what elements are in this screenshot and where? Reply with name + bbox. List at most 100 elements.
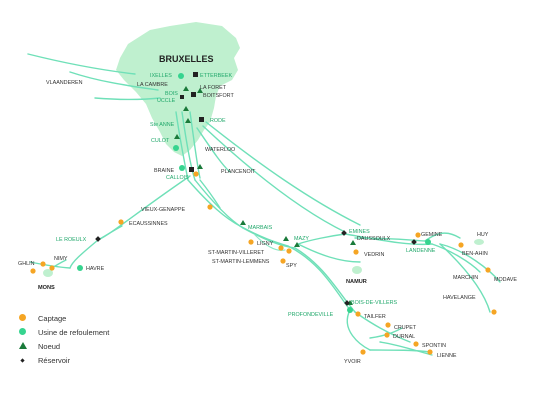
label-st-martin-lemmens: ST-MARTIN-LEMMENS: [212, 259, 270, 265]
label-le-roeulx: LE ROEULX: [56, 237, 87, 243]
label-durnal: DURNAL: [393, 334, 415, 340]
legend-captage-label: Captage: [38, 313, 67, 323]
label-ben-ahin: BEN-AHIN: [462, 251, 488, 257]
noeud-legend-icon: [18, 341, 28, 351]
label-mons: MONS: [38, 285, 55, 291]
noeud-marker: [183, 86, 189, 91]
reservoir-marker: [193, 72, 198, 77]
label-profondeville: PROFONDEVILLE: [288, 312, 334, 318]
captage-marker: [360, 349, 366, 355]
label-ixelles: IXELLES: [150, 73, 172, 79]
label-lienne: LIENNE: [437, 353, 457, 359]
noeud-marker: [183, 106, 189, 111]
label-yvoir: YVOIR: [344, 359, 361, 365]
label-plancenoit: PLANCENOIT: [221, 169, 256, 175]
label-spontin: SPONTIN: [422, 343, 446, 349]
brussels-region: [116, 22, 240, 156]
usine-marker: [178, 73, 184, 79]
reservoir-marker: [189, 167, 194, 172]
legend-usine-label: Usine de refoulement: [38, 327, 110, 337]
water-body: [43, 269, 53, 277]
label-crupet: CRUPET: [394, 325, 417, 331]
noeud-marker: [240, 220, 246, 225]
captage-marker: [427, 349, 433, 355]
label-vlaanderen: VLAANDEREN: [46, 80, 83, 86]
usine-marker: [179, 165, 185, 171]
noeud-marker: [197, 164, 203, 169]
legend-noeud-label: Noeud: [38, 341, 61, 351]
reservoir-marker: [344, 300, 350, 306]
label-culot: CULOT: [151, 138, 170, 144]
captage-marker: [355, 311, 361, 317]
captage-marker: [40, 261, 46, 267]
label-callois: CALLOIS: [166, 175, 189, 181]
label-ligny: LIGNY: [257, 241, 274, 247]
label-la-cambre: LA CAMBRE: [137, 82, 168, 88]
label-tailfer: TAILFER: [364, 314, 386, 320]
reservoir-marker: [191, 92, 196, 97]
reservoir-marker: [180, 95, 184, 99]
label-ecaussinnes: ECAUSSINNES: [129, 221, 168, 227]
label-vieux-genappe: VIEUX-GENAPPE: [141, 207, 185, 213]
label-waterloo: WATERLOO: [205, 147, 235, 153]
noeud-marker: [283, 236, 289, 241]
water-body: [352, 266, 362, 274]
reservoir-markers: [95, 72, 417, 306]
water-body: [474, 239, 484, 245]
reservoir-marker: [95, 236, 101, 242]
legend-usine: Usine de refoulement: [18, 326, 109, 338]
label-etterbeek: ETTERBEEK: [200, 73, 232, 79]
label-emines: EMINES: [349, 229, 370, 235]
captage-marker: [385, 322, 391, 328]
label-bois-de-villers: BOIS-DE-VILLERS: [351, 300, 398, 306]
region-title: BRUXELLES: [159, 54, 214, 64]
label-spy: SPY: [286, 263, 297, 269]
label-gemine: GEMINE: [421, 232, 443, 238]
captage-marker: [415, 232, 421, 238]
usine-legend-icon: [18, 327, 28, 337]
captage-legend-icon: [18, 313, 28, 323]
label-modave: MODAVE: [494, 277, 517, 283]
label-ghlin: GHLIN: [18, 261, 35, 267]
captage-marker: [30, 268, 36, 274]
label-boitsfort: BOITSFORT: [203, 93, 234, 99]
captage-marker: [248, 239, 254, 245]
noeud-marker: [350, 240, 356, 245]
legend-noeud: Noeud: [18, 340, 60, 352]
captage-marker: [485, 267, 491, 273]
reservoir-legend-icon: [18, 355, 28, 365]
pipeline-network: [27, 53, 501, 356]
label-landenne: LANDENNE: [406, 248, 436, 254]
reservoir-marker: [341, 230, 347, 236]
label-huy: HUY: [477, 232, 489, 238]
legend-captage: Captage: [18, 312, 66, 324]
label-nimy: NIMY: [54, 256, 68, 262]
legend-reservoir-label: Réservoir: [38, 355, 71, 365]
label-marbais: MARBAIS: [248, 225, 273, 231]
legend: Captage Usine de refoulement Noeud Réser…: [18, 312, 158, 372]
label-uccle: UCCLE: [157, 98, 176, 104]
usine-marker: [77, 265, 83, 271]
captage-marker: [491, 309, 497, 315]
label-namur: NAMUR: [346, 279, 367, 285]
label-st-martin-villeret: ST-MARTIN-VILLERET: [208, 250, 265, 256]
label-rode: RODE: [210, 118, 226, 124]
legend-reservoir: Réservoir: [18, 354, 70, 366]
captage-marker: [193, 171, 199, 177]
label-marchin: MARCHIN: [453, 275, 478, 281]
captage-marker: [353, 249, 359, 255]
usine-marker: [347, 307, 353, 313]
label-havelange: HAVELANGE: [443, 295, 476, 301]
noeud-marker: [174, 134, 180, 139]
reservoir-marker: [199, 117, 204, 122]
label-daussoulx: DAUSSOULX: [357, 236, 391, 242]
label-braine: BRAINE: [154, 168, 174, 174]
usine-marker: [425, 239, 431, 245]
usine-markers: [77, 73, 431, 313]
captage-marker: [384, 332, 390, 338]
label-ste-anne: Ste ANNE: [150, 122, 175, 128]
noeud-marker: [294, 242, 300, 247]
label-vedrin: VEDRIN: [364, 252, 384, 258]
noeud-markers: [174, 86, 356, 305]
